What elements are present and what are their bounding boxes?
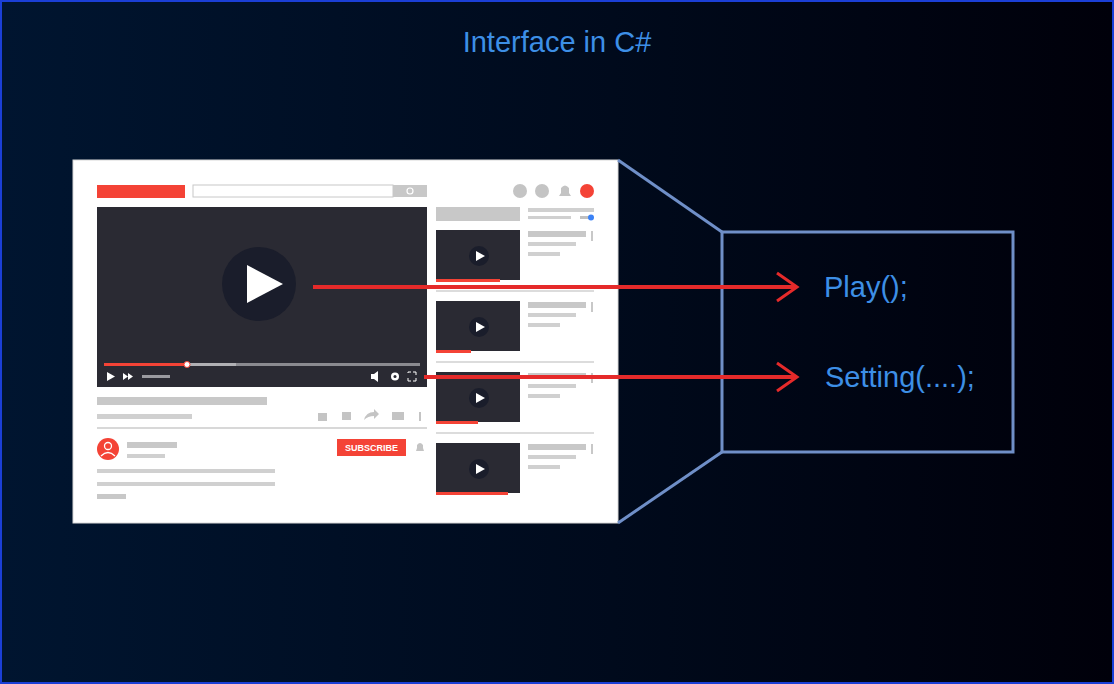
- diagram-title: Interface in C#: [0, 26, 1114, 59]
- interface-box: Play(); Setting(....);: [722, 232, 1013, 452]
- method-name: Play();: [824, 271, 908, 304]
- method-name: Setting(....);: [825, 361, 975, 394]
- subscribe-button-text: SUBSCRIBE: [337, 443, 406, 453]
